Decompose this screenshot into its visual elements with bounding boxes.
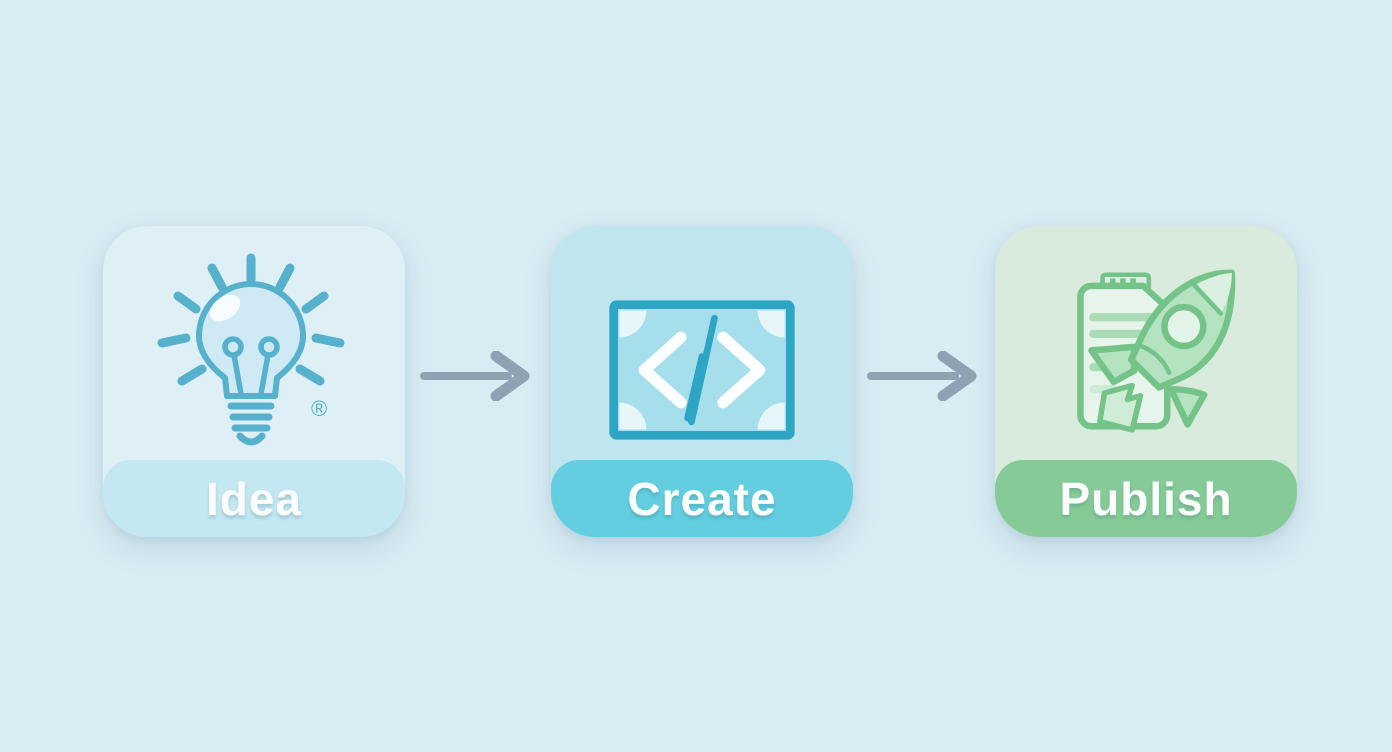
step-label-band: Publish [995, 460, 1297, 537]
step-label-band: Idea [103, 460, 405, 537]
step-card-idea: ® Idea [103, 226, 405, 537]
lightbulb-icon: ® [147, 250, 359, 462]
step-label-band: Create [551, 460, 853, 537]
step-card-create: Create [551, 226, 853, 537]
arrow-right-icon [420, 351, 534, 401]
step-label: Idea [205, 472, 303, 525]
step-label: Create [627, 472, 777, 525]
step-label: Publish [1059, 472, 1233, 525]
rocket-launch-icon [1049, 258, 1243, 443]
rocket-flame [1097, 382, 1144, 433]
step-card-publish: Publish [995, 226, 1297, 537]
arrow-right-icon [867, 351, 981, 401]
code-brackets-icon [606, 297, 798, 443]
registered-trademark-symbol: ® [311, 396, 327, 421]
